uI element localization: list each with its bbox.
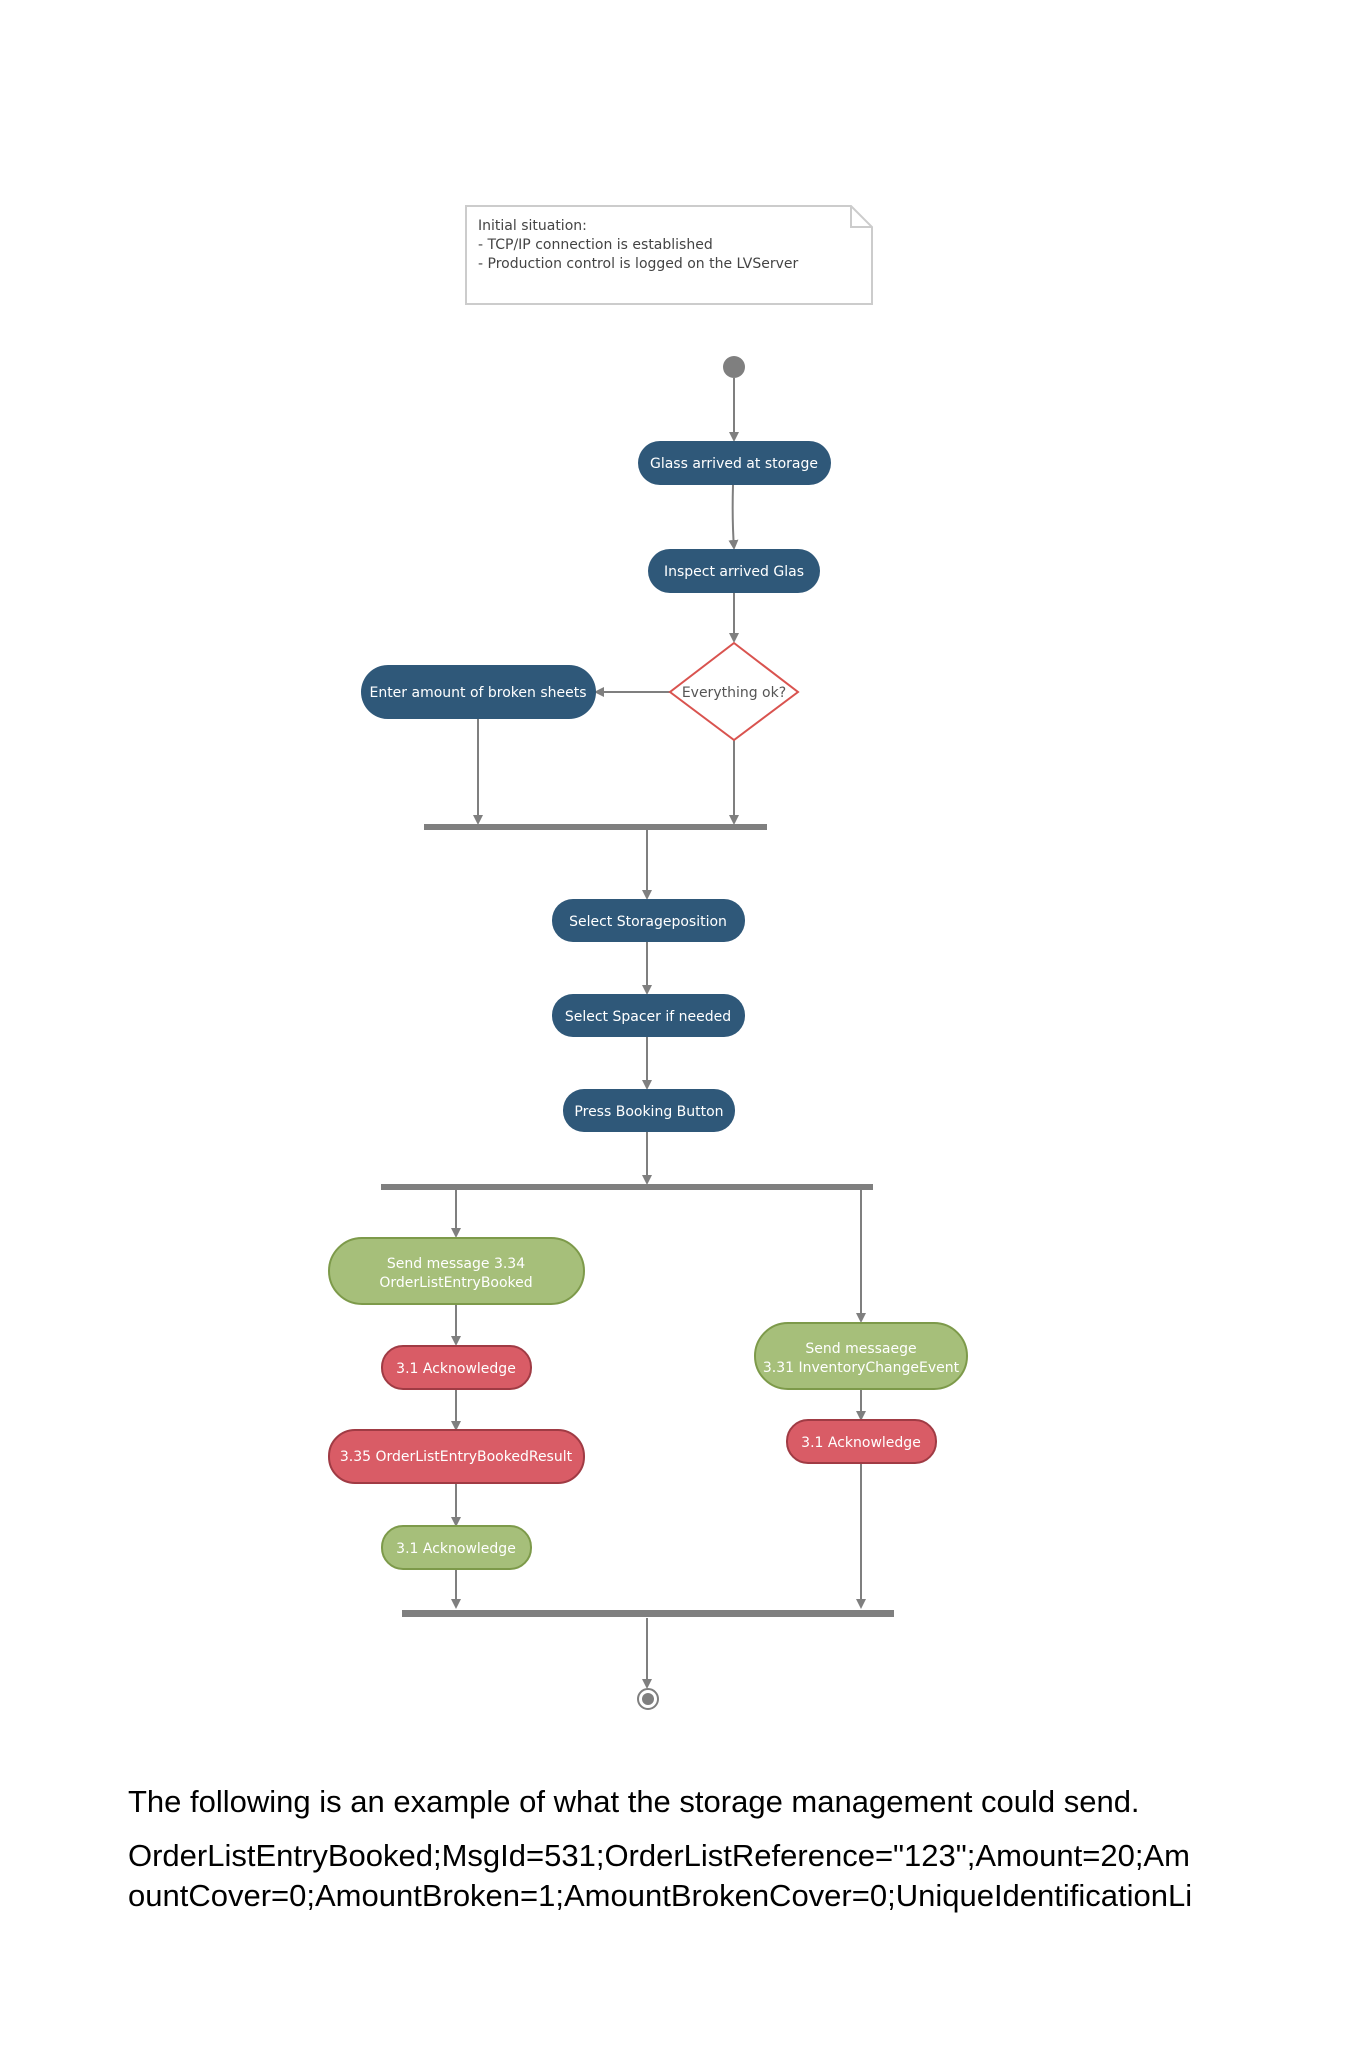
end-node [637, 1688, 659, 1710]
node-result-335-label: 3.35 OrderListEntryBookedResult [340, 1449, 573, 1465]
node-ack-left-1-label: 3.1 Acknowledge [396, 1361, 516, 1377]
caption-intro: The following is an example of what the … [128, 1784, 1140, 1819]
node-ack-right: 3.1 Acknowledge [786, 1419, 937, 1464]
node-press-booking: Press Booking Button [563, 1089, 735, 1132]
note-line-3: - Production control is logged on the LV… [478, 256, 799, 272]
node-send-334-line2: OrderListEntryBooked [379, 1275, 532, 1291]
note-line-2: - TCP/IP connection is established [478, 237, 713, 253]
node-broken-sheets: Enter amount of broken sheets [361, 665, 596, 719]
caption-example-line1: OrderListEntryBooked;MsgId=531;OrderList… [128, 1838, 1190, 1873]
activity-diagram: Initial situation: - TCP/IP connection i… [328, 205, 968, 1710]
node-broken-sheets-label: Enter amount of broken sheets [369, 685, 586, 701]
caption-example: OrderListEntryBooked;MsgId=531;OrderList… [128, 1836, 1192, 1916]
node-select-storage: Select Storageposition [552, 899, 745, 942]
node-send-331-line2: 3.31 InventoryChangeEvent [763, 1360, 960, 1376]
node-select-spacer: Select Spacer if needed [552, 994, 745, 1037]
fork-bar [381, 1184, 873, 1190]
node-glass-arrived-label: Glass arrived at storage [650, 456, 818, 472]
edges [451, 378, 866, 1689]
node-ack-left-2-label: 3.1 Acknowledge [396, 1541, 516, 1557]
decision-everything-ok: Everything ok? [668, 641, 800, 742]
node-send-334-line1: Send message 3.34 [387, 1256, 525, 1272]
node-glass-arrived: Glass arrived at storage [638, 441, 831, 485]
node-send-331-line1: Send messaege [805, 1341, 916, 1357]
node-ack-left-1: 3.1 Acknowledge [381, 1345, 532, 1390]
node-ack-left-2: 3.1 Acknowledge [381, 1525, 532, 1570]
node-press-booking-label: Press Booking Button [574, 1104, 723, 1120]
node-ack-right-label: 3.1 Acknowledge [801, 1435, 921, 1451]
node-select-spacer-label: Select Spacer if needed [565, 1009, 731, 1025]
node-result-335: 3.35 OrderListEntryBookedResult [328, 1429, 585, 1484]
join-bar-1 [424, 824, 767, 830]
caption-example-line2: ountCover=0;AmountBroken=1;AmountBrokenC… [128, 1878, 1193, 1913]
node-inspect-label: Inspect arrived Glas [664, 564, 804, 580]
node-send-331: Send messaege 3.31 InventoryChangeEvent [754, 1322, 968, 1390]
start-node [723, 356, 745, 378]
decision-label: Everything ok? [682, 685, 786, 701]
initial-situation-note: Initial situation: - TCP/IP connection i… [465, 205, 873, 305]
edge-glass-to-inspect [728, 484, 739, 550]
join-bar-2 [402, 1610, 894, 1617]
node-select-storage-label: Select Storageposition [569, 914, 727, 930]
note-line-1: Initial situation: [478, 218, 587, 234]
node-inspect: Inspect arrived Glas [648, 549, 820, 593]
node-send-334: Send message 3.34 OrderListEntryBooked [328, 1237, 585, 1305]
